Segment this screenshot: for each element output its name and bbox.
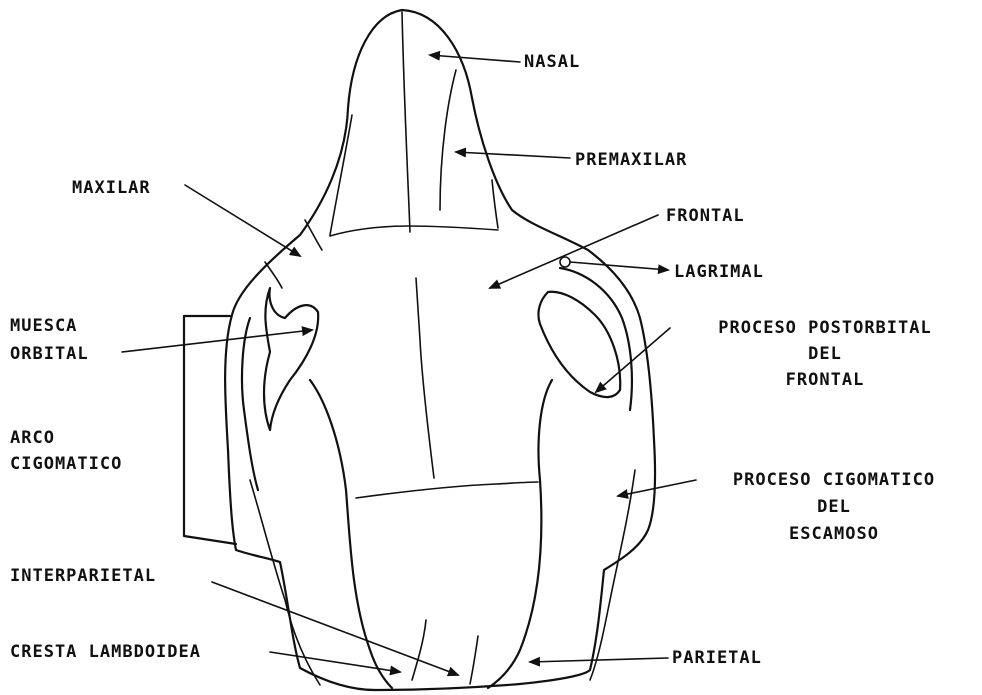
label-cigomatico: CIGOMATICO — [10, 454, 122, 474]
label-interparietal: INTERPARIETAL — [10, 566, 156, 586]
label-proceso-postorbital-line3: FRONTAL — [680, 370, 970, 390]
skull-outline — [225, 10, 655, 690]
label-lagrimal: LAGRIMAL — [674, 262, 764, 282]
label-maxilar: MAXILAR — [72, 178, 151, 198]
label-frontal: FRONTAL — [666, 206, 745, 226]
label-muesca: MUESCA — [10, 316, 77, 336]
label-proceso-cigomatico-line3: ESCAMOSO — [690, 524, 978, 544]
label-nasal: NASAL — [524, 52, 580, 72]
label-proceso-postorbital-line1: PROCESO POSTORBITAL — [680, 318, 970, 338]
label-proceso-cigomatico-line2: DEL — [690, 497, 978, 517]
left-orbit — [242, 288, 318, 490]
midline-suture — [402, 12, 434, 478]
leader-arrows — [122, 55, 696, 675]
label-arco: ARCO — [10, 428, 55, 448]
label-cresta-lambdoidea: CRESTA LAMBDOIDEA — [10, 642, 201, 662]
zygomatic-region — [250, 380, 635, 688]
arco-bracket — [184, 316, 236, 544]
lambdoid-crest-lines — [412, 620, 478, 684]
right-orbit — [538, 257, 632, 410]
interparietal-suture — [356, 482, 538, 498]
label-proceso-cigomatico-line1: PROCESO CIGOMATICO — [690, 470, 978, 490]
label-orbital: ORBITAL — [10, 344, 89, 364]
label-proceso-postorbital-line2: DEL — [680, 344, 970, 364]
label-parietal: PARIETAL — [672, 648, 762, 668]
label-premaxilar: PREMAXILAR — [575, 150, 687, 170]
